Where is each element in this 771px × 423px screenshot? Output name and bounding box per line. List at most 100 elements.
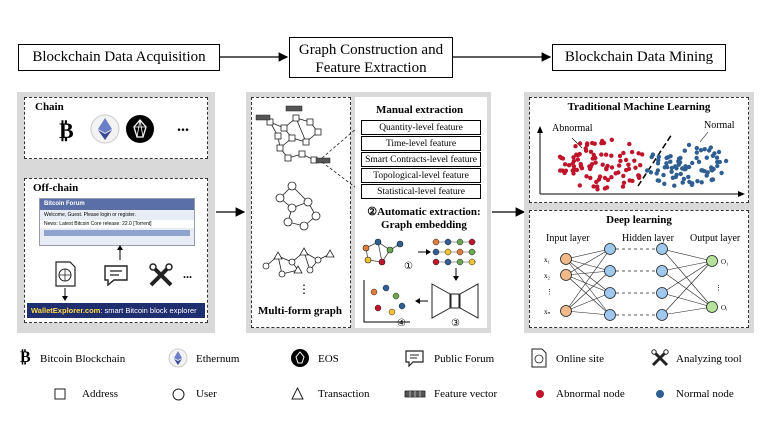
wallet-explorer-banner: WalletExplorer.com: smart Bitcoin block …: [27, 303, 205, 318]
abnormal-node-point: [609, 165, 615, 170]
abnormal-node-point: [588, 164, 593, 169]
abnormal-node-point: [584, 174, 589, 179]
hidden-neuron: [656, 287, 668, 299]
abnormal-node-point: [599, 152, 604, 157]
abnormal-node-point: [613, 171, 618, 176]
input-layer-label: Input layer: [546, 233, 590, 244]
legend-forum-icon: [405, 350, 424, 368]
abnormal-node-point: [574, 167, 580, 173]
legend-user-label: User: [196, 388, 217, 400]
ethereum-icon: [90, 114, 120, 144]
wallet-brand: WalletExplorer.com: [31, 306, 101, 315]
normal-node-point: [695, 179, 700, 184]
manual-extraction-title: Manual extraction: [376, 104, 464, 116]
legend-circle-icon: [172, 388, 185, 401]
abnormal-node-point: [604, 185, 610, 190]
abnormal-node-point: [609, 137, 614, 142]
normal-node-point: [694, 150, 699, 155]
legend-bitcoin-label: Bitcoin Blockchain: [40, 353, 126, 365]
feature-time-level: Time-level feature: [361, 136, 481, 151]
multiform-graph-box: ⋮ Multi-form graph: [251, 97, 351, 328]
normal-node-point: [699, 168, 704, 173]
abnormal-node-point: [620, 184, 626, 189]
abnormal-node-point: [578, 164, 584, 169]
abnormal-node-point: [570, 161, 575, 166]
normal-node-point: [681, 176, 687, 182]
legend-blue-dot-icon: [656, 390, 664, 398]
abnormal-node-point: [626, 162, 631, 167]
legend-abnormal-node-label: Abnormal node: [556, 388, 625, 400]
section-arrows: [216, 207, 526, 217]
abnormal-node-point: [591, 184, 596, 189]
normal-node-point: [656, 154, 661, 159]
offchain-box: Off-chain Bitcoin Forum Welcome, Guest. …: [24, 178, 208, 323]
normal-node-point: [714, 155, 720, 160]
abnormal-node-point: [588, 175, 593, 181]
forum-header: Bitcoin Forum: [40, 199, 194, 210]
legend-eos-icon: [291, 349, 309, 367]
automatic-extraction-line1: Automatic extraction:: [377, 206, 481, 218]
feature-extraction-box: [355, 97, 487, 328]
normal-node-point: [716, 149, 722, 155]
stage-data-acquisition-label: Blockchain Data Acquisition: [32, 49, 206, 65]
normal-node-point: [710, 153, 716, 158]
abnormal-node-point: [563, 168, 569, 173]
abnormal-node-point: [621, 150, 626, 156]
automatic-extraction-line2: Graph embedding: [381, 219, 467, 231]
legend-analyzing-tool-label: Analyzing tool: [676, 353, 742, 365]
abnormal-node-point: [632, 158, 637, 163]
normal-node-point: [706, 148, 712, 153]
normal-node-point: [719, 170, 724, 176]
output-layer-label: Output layer: [690, 233, 741, 244]
hidden-neuron: [604, 243, 616, 255]
normal-node-point: [699, 180, 704, 185]
abnormal-node-point: [623, 157, 629, 163]
normal-node-point: [686, 142, 692, 148]
stage-data-acquisition: Blockchain Data Acquisition: [18, 44, 220, 71]
abnormal-node-point: [591, 152, 596, 158]
normal-node-point: [683, 164, 688, 169]
automatic-extraction-number: ②: [367, 206, 378, 218]
graph-embedding-diagram: [362, 238, 479, 323]
wallet-tail: : smart Bitcoin block explorer: [100, 306, 197, 315]
normal-node-point: [705, 170, 710, 175]
hidden-neuron: [656, 243, 668, 255]
input-node-label: x₂: [544, 272, 551, 280]
offchain-more: ...: [183, 267, 192, 281]
forum-news: News: Latest Bitcoin Core release: 22.0 …: [40, 220, 194, 228]
hidden-neuron: [604, 265, 616, 277]
normal-node-point: [723, 158, 729, 164]
output-node-label: Oᵢ: [721, 304, 728, 312]
normal-node-point: [669, 169, 674, 174]
abnormal-node-point: [577, 141, 583, 146]
abnormal-node-point: [588, 149, 594, 154]
legend-red-dot-icon: [536, 390, 544, 398]
bitcoin-icon: ₿: [59, 118, 74, 143]
abnormal-node-point: [605, 163, 610, 169]
input-node-label: x₁: [544, 256, 550, 264]
legend-feature-vector-label: Feature vector: [434, 388, 498, 400]
abnormal-node-point: [574, 152, 579, 157]
chain-title: Chain: [35, 101, 64, 113]
legend-online-site-label: Online site: [556, 353, 604, 365]
traditional-ml-box: Traditional Machine Learning Abnormal No…: [529, 97, 749, 203]
forum-nav-bar: [44, 230, 190, 236]
normal-node-point: [656, 178, 662, 183]
input-node-ellipsis: ⋮: [546, 288, 553, 296]
input-neuron: [560, 253, 572, 265]
abnormal-node-point: [602, 175, 608, 181]
abnormal-node-point: [629, 149, 635, 155]
abnormal-node-point: [600, 162, 605, 167]
feature-vector-strip: [255, 105, 331, 164]
hidden-neuron: [604, 309, 616, 321]
normal-node-point: [694, 145, 699, 151]
online-site-icon: [55, 261, 76, 287]
output-neuron: [706, 301, 718, 313]
input-neuron: [560, 269, 572, 281]
legend-bitcoin-icon: ₿: [20, 349, 31, 366]
abnormal-node-point: [593, 160, 598, 165]
normal-node-point: [696, 159, 702, 164]
normal-node-point: [677, 160, 683, 165]
abnormal-node-point: [583, 148, 589, 153]
normal-node-point: [686, 174, 691, 180]
